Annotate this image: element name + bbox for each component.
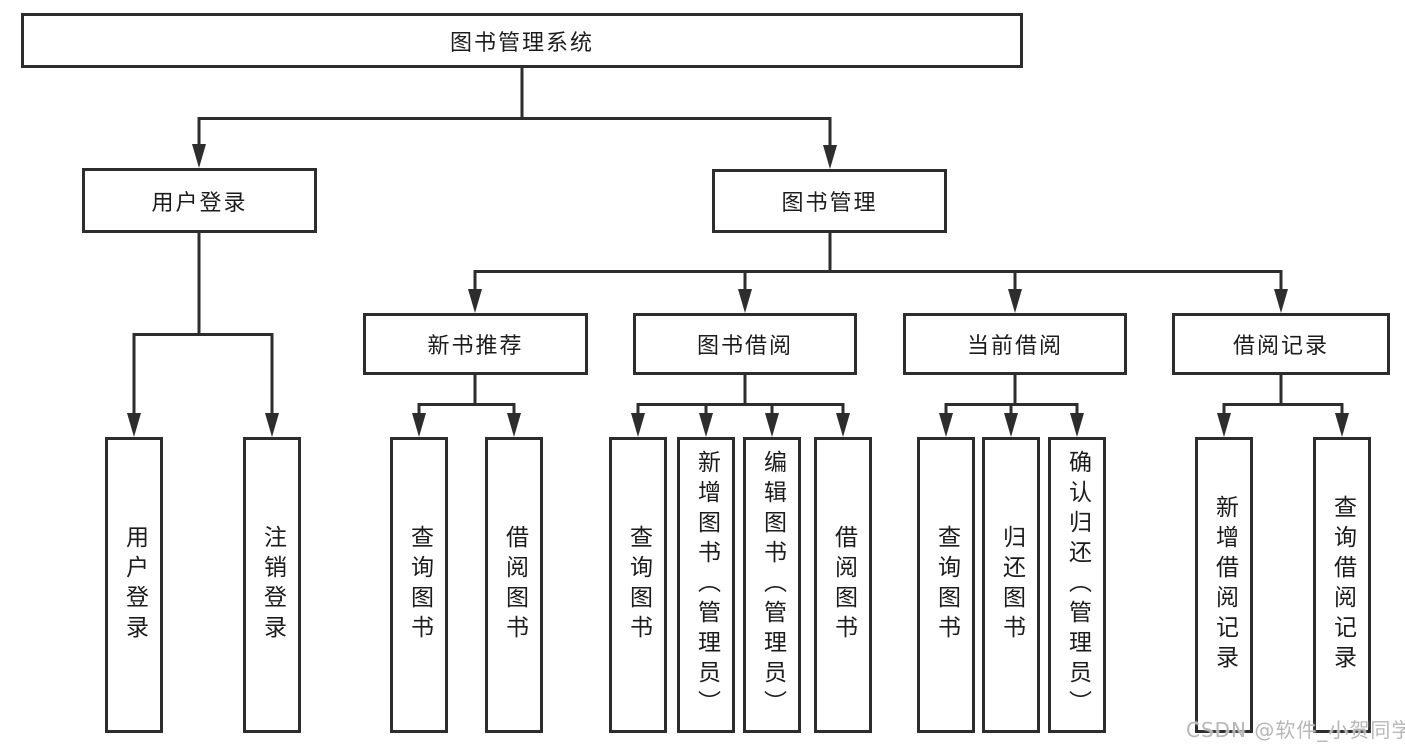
leaf-add-borrow-record: 新增借阅记录 bbox=[1195, 437, 1253, 733]
node-label: 借阅图书 bbox=[830, 525, 857, 645]
node-user-login: 用户登录 bbox=[82, 168, 317, 233]
leaf-logout: 注销登录 bbox=[243, 437, 301, 733]
node-new-book-recommend: 新书推荐 bbox=[363, 313, 588, 375]
leaf-query-books-recommend: 查询图书 bbox=[390, 437, 448, 733]
leaf-edit-books-admin: 编辑图书（管理员） bbox=[743, 437, 801, 733]
node-label: 新书推荐 bbox=[427, 334, 524, 359]
node-label: 归还图书 bbox=[998, 525, 1025, 645]
node-label: 用户登录 bbox=[121, 525, 148, 645]
node-label: 确认归还（管理员） bbox=[1064, 450, 1091, 720]
leaf-return-books: 归还图书 bbox=[982, 437, 1040, 733]
node-label: 新增借阅记录 bbox=[1211, 495, 1238, 675]
node-borrowing-records: 借阅记录 bbox=[1172, 313, 1390, 375]
leaf-confirm-return-admin: 确认归还（管理员） bbox=[1048, 437, 1106, 733]
node-book-management-system: 图书管理系统 bbox=[21, 13, 1023, 68]
csdn-watermark: CSDN @软件_小贺同学 bbox=[1186, 718, 1405, 742]
node-label: 借阅图书 bbox=[501, 525, 528, 645]
node-label: 借阅记录 bbox=[1232, 334, 1329, 359]
node-book-management: 图书管理 bbox=[712, 169, 947, 233]
leaf-query-books-borrowing: 查询图书 bbox=[609, 437, 667, 733]
node-current-borrowing: 当前借阅 bbox=[903, 313, 1127, 375]
leaf-borrow-books-recommend: 借阅图书 bbox=[485, 437, 543, 733]
node-label: 图书借阅 bbox=[696, 334, 793, 359]
node-label: 当前借阅 bbox=[966, 334, 1063, 359]
node-label: 查询图书 bbox=[406, 525, 433, 645]
node-label: 编辑图书（管理员） bbox=[759, 450, 786, 720]
node-label: 图书管理 bbox=[781, 191, 878, 216]
leaf-add-books-admin: 新增图书（管理员） bbox=[677, 437, 735, 733]
node-label: 注销登录 bbox=[259, 525, 286, 645]
leaf-user-login: 用户登录 bbox=[105, 437, 163, 733]
leaf-borrow-books-borrowing: 借阅图书 bbox=[814, 437, 872, 733]
node-label: 新增图书（管理员） bbox=[693, 450, 720, 720]
node-book-borrowing: 图书借阅 bbox=[633, 313, 857, 375]
leaf-query-books-current: 查询图书 bbox=[917, 437, 975, 733]
leaf-query-borrow-record: 查询借阅记录 bbox=[1313, 437, 1371, 733]
node-label: 图书管理系统 bbox=[449, 30, 594, 56]
node-label: 查询图书 bbox=[933, 525, 960, 645]
node-label: 用户登录 bbox=[151, 190, 248, 216]
node-label: 查询图书 bbox=[625, 525, 652, 645]
node-label: 查询借阅记录 bbox=[1329, 495, 1356, 675]
